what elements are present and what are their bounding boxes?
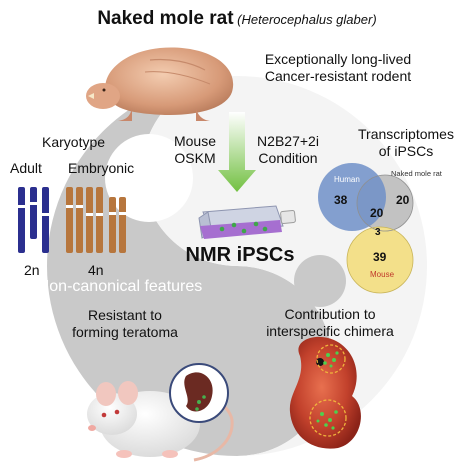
- yang-eye: [294, 255, 346, 307]
- venn-nmr-only: 20: [396, 193, 410, 207]
- karyotype-embryonic-label: Embryonic: [68, 160, 135, 176]
- cells-label: NMR iPSCs: [185, 244, 295, 266]
- venn-human-label: Human: [334, 175, 360, 184]
- figure-title: Naked mole rat (Heterocephalus glaber): [0, 8, 474, 30]
- teratoma-line1: Resistant to: [88, 307, 162, 323]
- title-paren-close: ): [372, 12, 377, 27]
- transcriptomes-heading-line1: Transcriptomes: [358, 126, 454, 142]
- reprogramming-arrow: [218, 112, 256, 192]
- culture-flask-icon: [198, 205, 296, 239]
- ploidy-embryonic: 4n: [88, 262, 104, 278]
- karyotype-heading: Karyotype: [42, 134, 106, 150]
- embryo-photo: [289, 336, 361, 449]
- feature-long-lived: Exceptionally long-lived: [264, 51, 412, 67]
- noncanonical-label: Non-canonical features: [37, 278, 203, 295]
- venn-nmr-label: Naked mole rat: [391, 169, 442, 178]
- chimera-line1: Contribution to: [284, 306, 376, 322]
- title-scientific-name: Heterocephalus glaber: [241, 12, 373, 27]
- ploidy-adult: 2n: [24, 262, 40, 278]
- venn-mouse-set: [347, 227, 413, 293]
- feature-cancer-resistant: Cancer-resistant rodent: [264, 68, 412, 84]
- venn-human-set: [318, 163, 386, 231]
- chimera-line2: interspecific chimera: [266, 323, 394, 339]
- mole-rat-photo: [86, 47, 234, 121]
- transcriptomes-heading-line2: of iPSCs: [378, 143, 434, 159]
- condition-line1: N2B27+2i: [257, 133, 319, 149]
- adult-chromosomes: [18, 187, 49, 253]
- venn-human-nmr: 20: [370, 206, 384, 220]
- venn-all-three: 3: [375, 227, 381, 238]
- karyotype-adult-label: Adult: [10, 160, 42, 176]
- karyotype-circle: [105, 134, 193, 222]
- teratoma-line2: forming teratoma: [72, 324, 178, 340]
- venn-mouse-label: Mouse: [370, 270, 395, 279]
- factors-line1: Mouse: [173, 133, 217, 149]
- teratoma-icon: [169, 363, 229, 423]
- venn-mouse-only: 39: [373, 250, 387, 264]
- transcriptome-venn: [318, 163, 414, 294]
- title-paren-open: (: [233, 12, 242, 27]
- factors-line2: OSKM: [174, 150, 216, 166]
- karyotype-chromosomes: [18, 187, 126, 253]
- venn-human-only: 38: [334, 193, 348, 207]
- title-main: Naked mole rat: [97, 8, 234, 29]
- condition-line2: Condition: [258, 150, 318, 166]
- embryonic-chromosomes: [66, 187, 126, 253]
